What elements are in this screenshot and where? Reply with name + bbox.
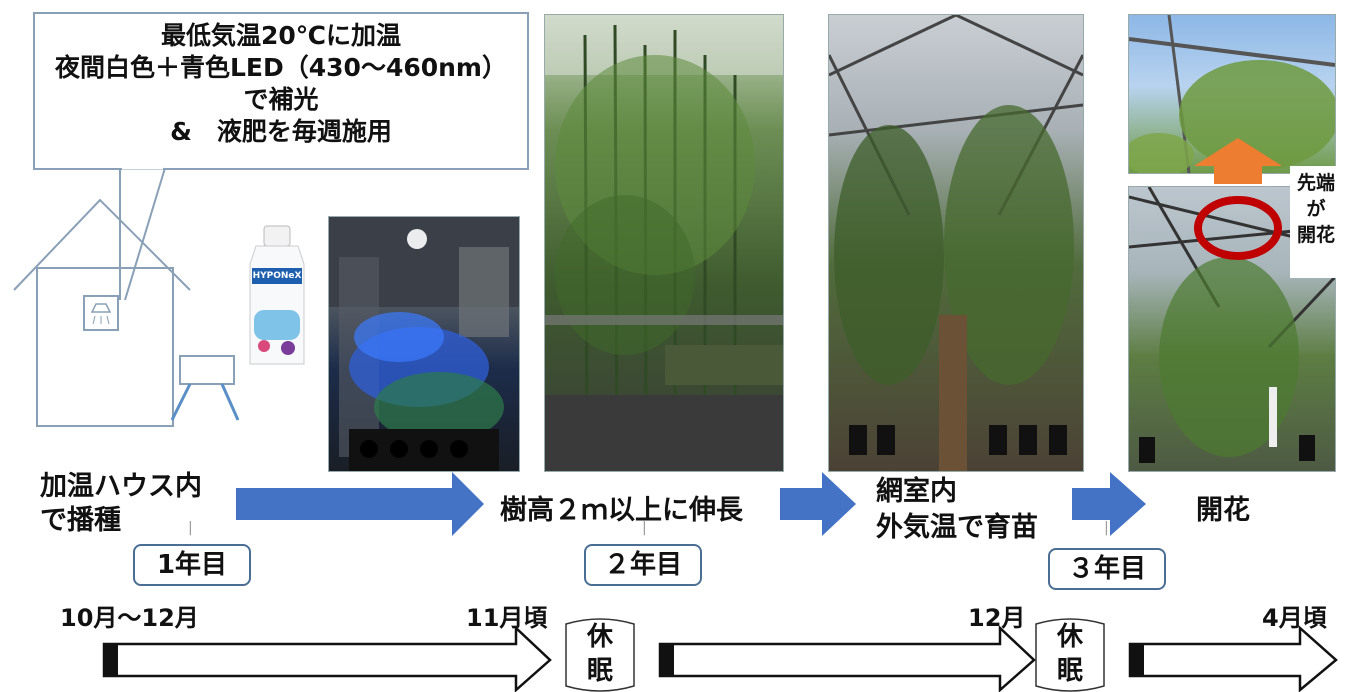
- flowering-tip-photo: [1128, 14, 1336, 174]
- dormancy-char-1: 休: [586, 622, 613, 652]
- net-house-photo: [828, 14, 1084, 472]
- process-arrow-1: [236, 472, 484, 536]
- highlight-circle-icon: [1194, 196, 1282, 260]
- callout-line-2: 夜間白色＋青色LED（430～460nm）: [55, 53, 507, 82]
- fertilizer-bottle-photo: HYPONeX: [244, 224, 310, 370]
- tip-label-3: 開花: [1296, 224, 1335, 246]
- callout-line-4: & 液肥を毎週施用: [170, 117, 392, 146]
- dormancy-label-2: 休 眠: [1036, 620, 1104, 688]
- tick-mark: |: [188, 520, 193, 536]
- sowing-label-line2: で播種: [40, 505, 121, 536]
- up-arrow-icon: [1194, 138, 1282, 184]
- flowering-greenhouse-photo: [1128, 186, 1336, 472]
- tip-highlight: [1194, 138, 1282, 260]
- month-label-nov: 11月頃: [466, 604, 548, 632]
- tip-label-2: が: [1306, 198, 1326, 220]
- sowing-label-line1: 加温ハウス内: [40, 471, 202, 502]
- dormancy-scroll-2: [1035, 618, 1105, 692]
- treatment-callout: 最低気温20℃に加温 夜間白色＋青色LED（430～460nm） で補光 & 液…: [33, 12, 529, 170]
- process-arrow-3: [1072, 472, 1146, 536]
- dormancy-char-2: 眠: [586, 656, 613, 686]
- month-label-start: 10月～12月: [60, 604, 199, 632]
- led-chamber-photo: [328, 216, 520, 472]
- callout-line-1: 最低気温20℃に加温: [160, 21, 402, 50]
- flowering-label: 開花: [1196, 495, 1250, 526]
- dormancy-char-1: 休: [1056, 622, 1083, 652]
- dormancy-scroll-1: [565, 618, 635, 692]
- dormancy-char-2: 眠: [1056, 656, 1083, 686]
- tall-plants-photo: [544, 14, 784, 472]
- month-label-apr: 4月頃: [1262, 604, 1327, 632]
- net-house-label-line1: 網室内: [876, 476, 957, 507]
- tick-mark: |: [642, 520, 647, 536]
- year-1-box: 1年目: [133, 544, 251, 586]
- net-house-label: 網室内 外気温で育苗: [876, 474, 1038, 546]
- timeline-arrows: [102, 618, 1338, 692]
- timeline-arrow-3: [1128, 625, 1338, 692]
- year-2-box: ２年目: [584, 544, 702, 586]
- tip-label: 先端 が 開花: [1290, 166, 1342, 278]
- timeline-arrow-1: [102, 625, 552, 692]
- net-house-label-line2: 外気温で育苗: [876, 512, 1038, 543]
- process-arrows: [236, 472, 1146, 536]
- sowing-label: 加温ハウス内 で播種: [40, 470, 202, 538]
- tip-label-1: 先端: [1296, 172, 1335, 194]
- bottle-brand: HYPONeX: [252, 271, 302, 281]
- dormancy-label-1: 休 眠: [566, 620, 634, 688]
- house-illustration: [13, 166, 240, 427]
- timeline-arrow-2: [658, 625, 1036, 692]
- growth-label: 樹高２ｍ以上に伸長: [500, 495, 743, 526]
- month-label-dec: 12月: [968, 604, 1026, 632]
- year-3-box: ３年目: [1048, 548, 1166, 590]
- tick-mark: |: [1104, 520, 1109, 536]
- callout-line-3: で補光: [243, 85, 319, 114]
- process-arrow-2: [780, 472, 856, 536]
